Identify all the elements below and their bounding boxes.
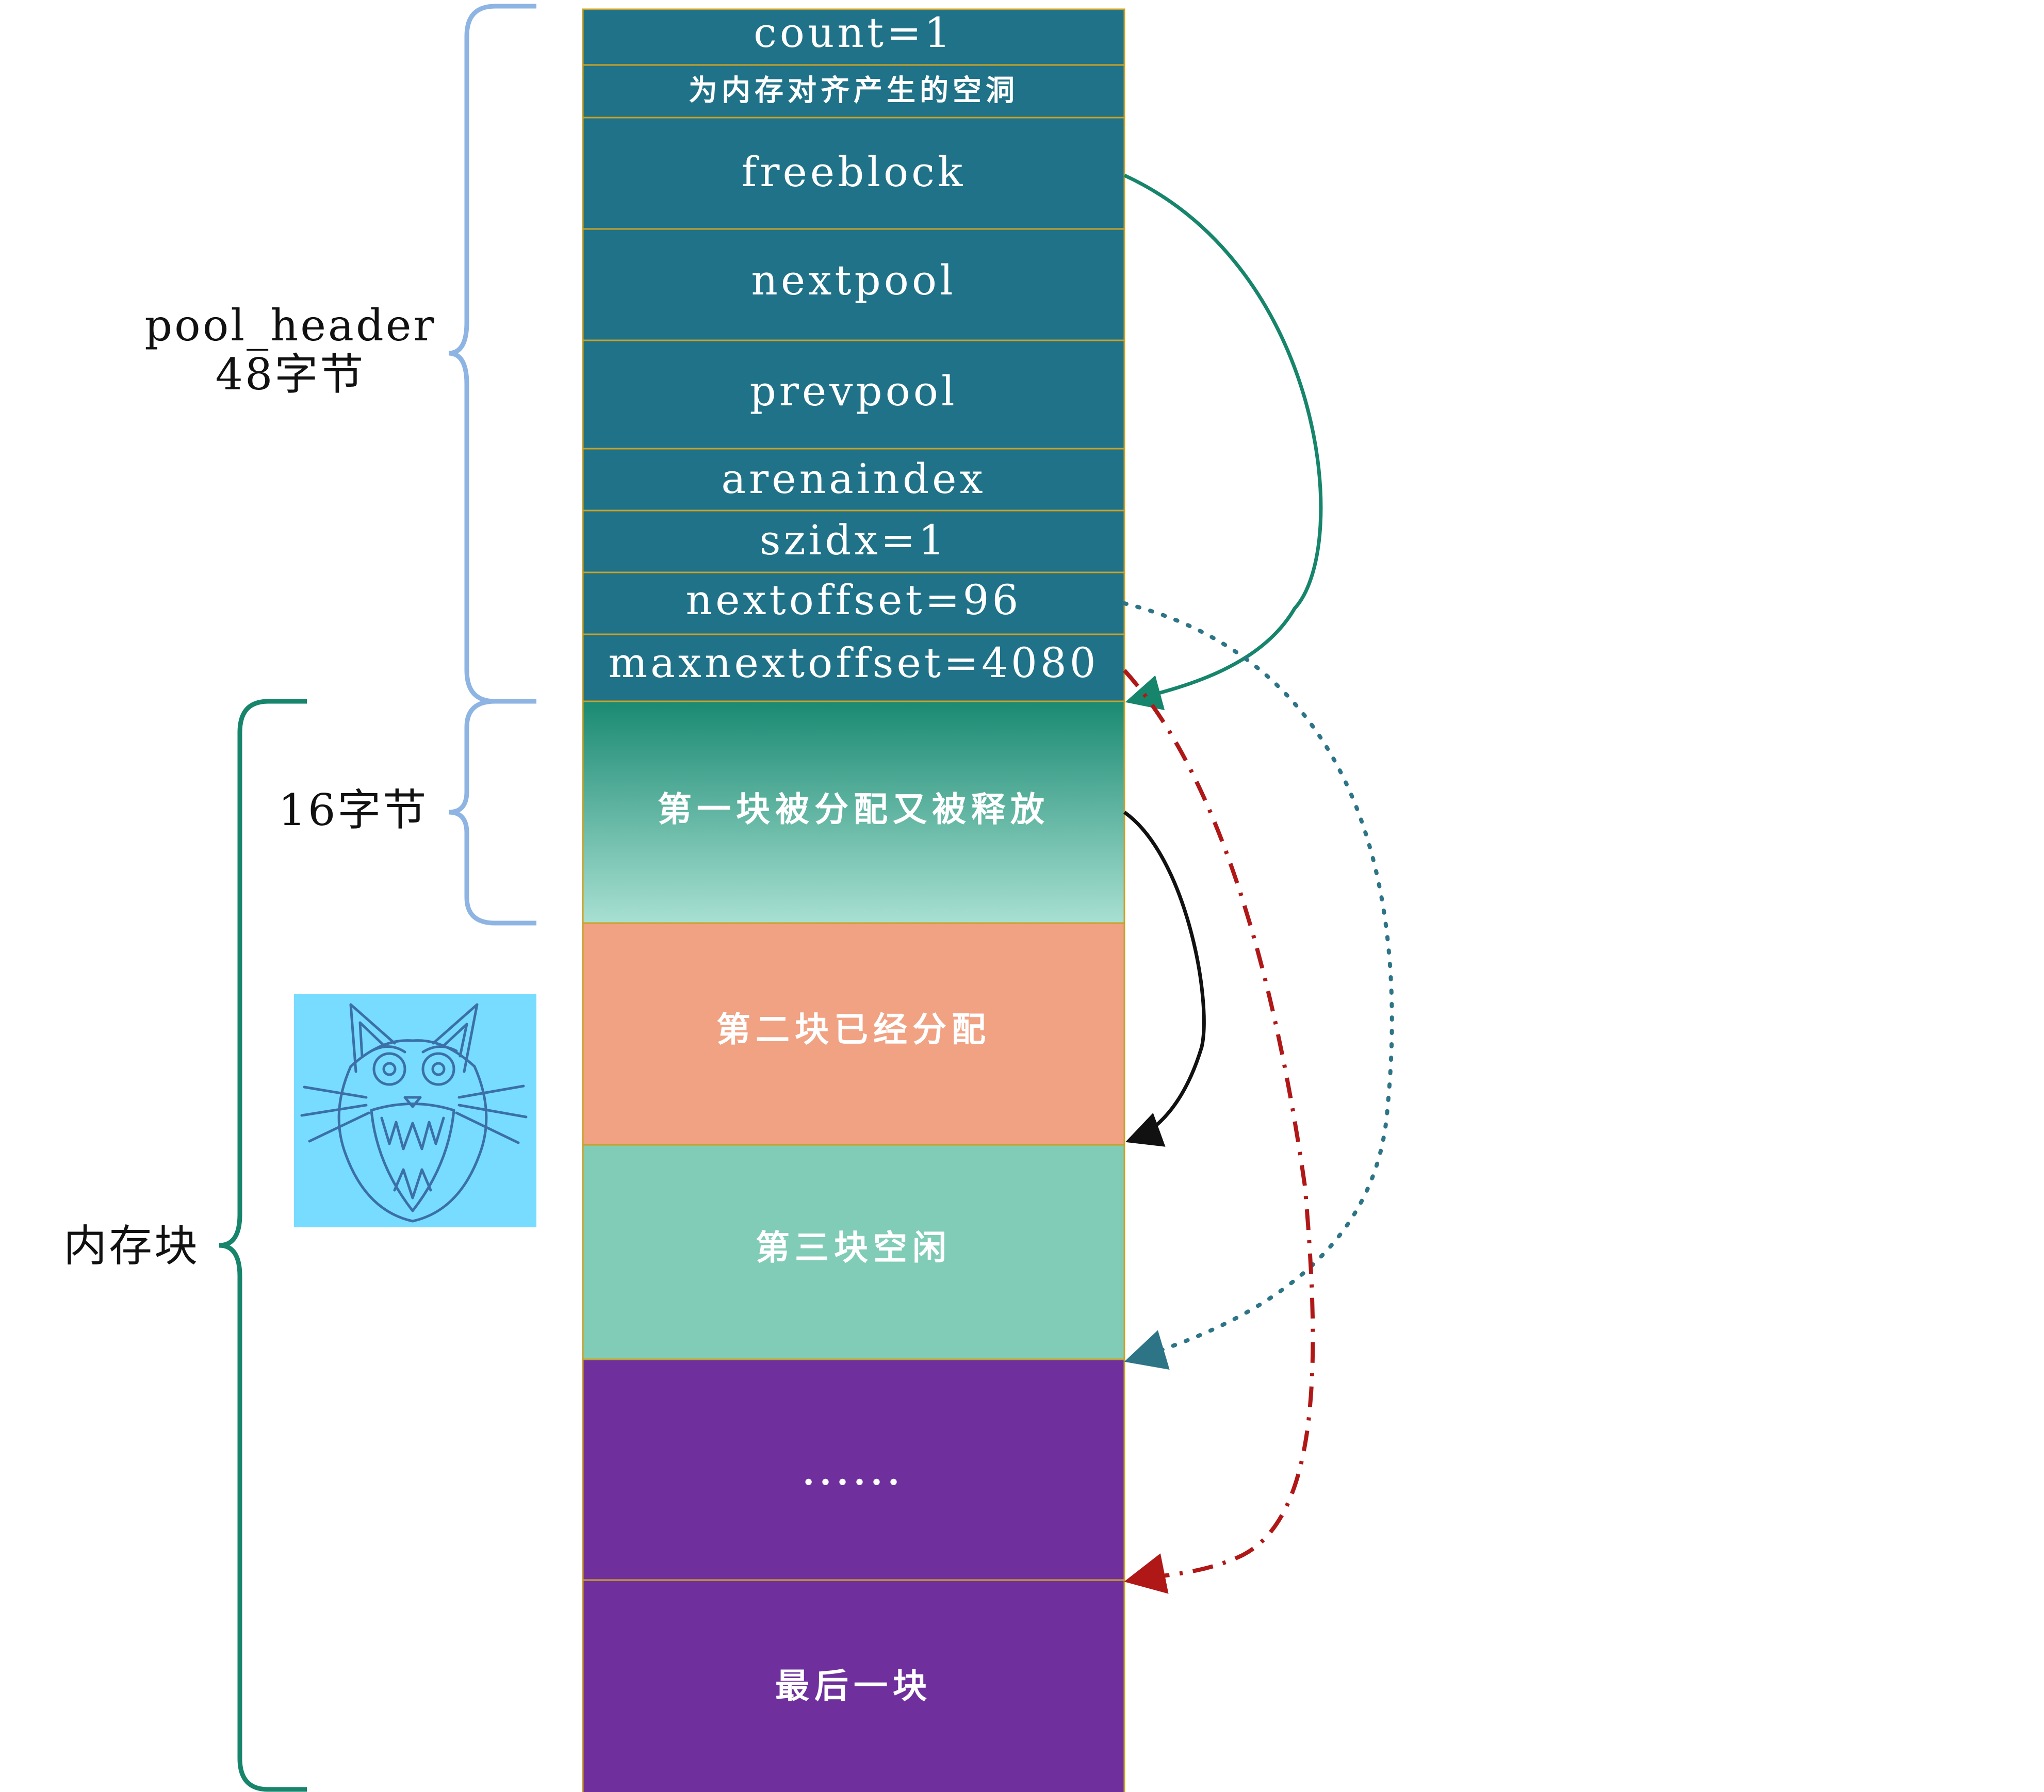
memory-block-label: 第二块已经分配 bbox=[716, 1009, 991, 1049]
header-field-label: nextoffset=96 bbox=[686, 576, 1022, 624]
first-block-next-arrow bbox=[1123, 811, 1206, 1147]
header-field-cell bbox=[582, 117, 1125, 230]
header-field-cell bbox=[582, 8, 1125, 66]
header-field-label: nextpool bbox=[751, 256, 956, 304]
memory-block-cell bbox=[582, 1358, 1125, 1581]
memory-block-label: ...... bbox=[803, 1453, 905, 1493]
memory-block-label: 第三块空闲 bbox=[756, 1227, 952, 1268]
header-field-label: 为内存对齐产生的空洞 bbox=[689, 74, 1019, 108]
memory-blocks-brace bbox=[219, 699, 307, 1792]
header-field-label: szidx=1 bbox=[759, 516, 947, 564]
cat-icon bbox=[294, 994, 536, 1227]
header-field-cell bbox=[582, 571, 1125, 635]
block-size-brace bbox=[448, 699, 536, 926]
header-field-cell bbox=[582, 228, 1125, 341]
memory-block-cell bbox=[582, 1144, 1125, 1360]
header-field-label: prevpool bbox=[749, 367, 957, 415]
header-field-label: arenaindex bbox=[721, 455, 986, 503]
memory-block-cell bbox=[582, 922, 1125, 1146]
header-field-cell bbox=[582, 448, 1125, 512]
memory-block-label: 第一块被分配又被释放 bbox=[658, 789, 1050, 829]
memory-block-cell bbox=[582, 700, 1125, 924]
block-size-label: 16字节 bbox=[279, 785, 429, 835]
pool-header-label: pool_header bbox=[144, 300, 436, 351]
memory-blocks-label: 内存块 bbox=[63, 1221, 200, 1271]
header-field-cell bbox=[582, 339, 1125, 450]
header-field-label: freeblock bbox=[742, 148, 966, 196]
header-field-label: maxnextoffset=4080 bbox=[608, 639, 1099, 687]
memory-block-cell bbox=[582, 1579, 1125, 1792]
memory-block-label: 最后一块 bbox=[775, 1666, 932, 1706]
maxnextoffset-arrow bbox=[1123, 669, 1315, 1594]
pool-header-fields: count=1 为内存对齐产生的空洞 freeblock nextpool prevpo… bbox=[582, 8, 1125, 702]
pool-header-brace bbox=[448, 4, 536, 704]
freeblock-arrow bbox=[1123, 173, 1323, 711]
nextoffset-arrow bbox=[1122, 601, 1394, 1370]
header-field-cell bbox=[582, 64, 1125, 119]
pool-header-size-label: 48字节 bbox=[216, 349, 366, 400]
header-field-label: count=1 bbox=[754, 9, 954, 57]
